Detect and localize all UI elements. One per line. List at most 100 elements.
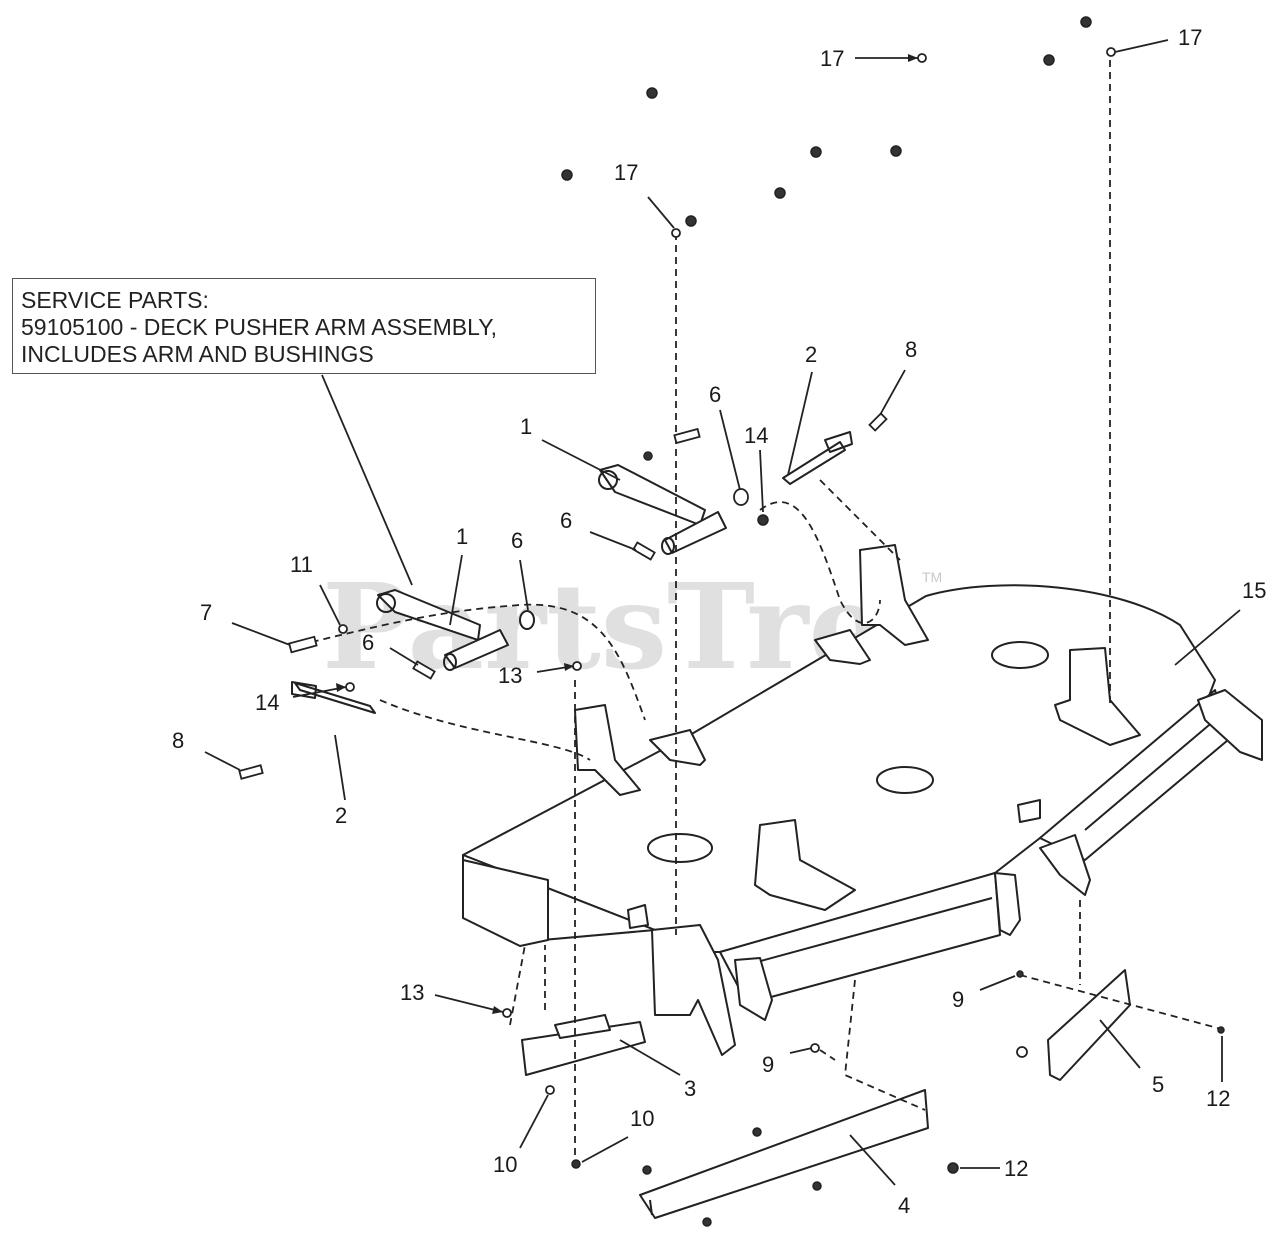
baffle-hanger-2: [994, 872, 1021, 936]
bolt: [1217, 1026, 1225, 1034]
leader-9a: [979, 975, 1016, 991]
callout-9: 9: [952, 987, 964, 1012]
callout-11: 11: [290, 552, 313, 577]
dash-arm-left: [299, 603, 646, 721]
baffle-edge: [734, 897, 993, 969]
clip-17b: [917, 53, 927, 63]
callout-15: 15: [1242, 578, 1266, 603]
nut: [642, 1165, 652, 1175]
callout-14: 14: [744, 423, 768, 448]
bolt-9: [810, 1043, 820, 1053]
nut: [561, 169, 573, 181]
arm-tube-right: [664, 511, 727, 554]
leader-15: [1174, 609, 1241, 666]
arrow-heads: [336, 54, 918, 1014]
arrowhead: [908, 54, 918, 62]
service-parts-note: INCLUDES ARM AND BUSHINGS: [21, 341, 374, 367]
link-rod-right: [782, 431, 853, 485]
leader-1a: [449, 554, 463, 626]
clip-13: [572, 661, 582, 671]
bracket-center: [754, 819, 856, 911]
callout-8: 8: [905, 337, 917, 362]
callout-2: 2: [335, 803, 347, 828]
callout-3: 3: [684, 1076, 696, 1101]
callout-6: 6: [362, 630, 374, 655]
leader-11: [319, 584, 341, 626]
bolts-hollow: [238, 47, 1116, 1095]
callout-12: 12: [1004, 1156, 1028, 1181]
bracket-rear-left: [574, 704, 641, 796]
clip-13b: [502, 1008, 512, 1018]
callout-5: 5: [1152, 1072, 1164, 1097]
bolt-10: [545, 1085, 555, 1095]
leader-6b: [389, 647, 419, 666]
leader-5: [1099, 1019, 1141, 1069]
leader-14b: [759, 449, 764, 513]
leader-7: [231, 622, 291, 646]
spindle-hole-center: [876, 766, 934, 794]
dash-right-1: [759, 501, 881, 624]
watermark-tm: TM: [922, 569, 942, 585]
bushing-6c: [519, 610, 535, 630]
leader-10b: [581, 1136, 629, 1163]
arm-eye-left: [376, 593, 396, 613]
part-5-plate: [1047, 969, 1131, 1081]
deck-left-panel: [462, 859, 549, 947]
bracket-rear-right: [1054, 647, 1141, 746]
small-tab-2: [627, 904, 649, 929]
clip-14: [345, 682, 355, 692]
bracket-front-left: [651, 924, 736, 1056]
leader-17c: [647, 196, 675, 229]
leader-2b: [787, 371, 813, 476]
leader-8b: [879, 369, 906, 416]
pin-6b: [412, 660, 436, 680]
dash-4: [844, 979, 926, 1111]
callout-8: 8: [172, 728, 184, 753]
arrowhead: [336, 683, 346, 692]
link-rod-left: [291, 681, 376, 714]
callout-6: 6: [511, 528, 523, 553]
nut: [774, 187, 786, 199]
nut: [1043, 54, 1055, 66]
baffle-edge-2: [1084, 719, 1216, 831]
leader-service: [321, 374, 413, 586]
bolt-8-left: [238, 764, 264, 780]
small-tab: [1017, 799, 1041, 823]
part-4-plate: [639, 1089, 929, 1219]
callout-4: 4: [898, 1193, 910, 1218]
pin-6a: [632, 541, 656, 561]
callout-14: 14: [255, 690, 279, 715]
bolt-7: [288, 635, 318, 654]
callout-10: 10: [493, 1152, 517, 1177]
callout-labels: 17 17 17 1 1 2 2 6 6 6 6 14 14 8 8 7 11 …: [172, 25, 1266, 1218]
bracket-front-right: [1039, 834, 1091, 896]
service-parts-number: 59105100 - DECK PUSHER ARM ASSEMBLY,: [21, 314, 497, 340]
baffle-hanger: [734, 957, 773, 1021]
arm-tube-end-left: [443, 653, 457, 671]
bolt-8-right: [868, 412, 888, 432]
nut: [702, 1217, 712, 1227]
nut: [685, 215, 697, 227]
deck-plate: [462, 584, 1216, 953]
bolt: [1016, 970, 1024, 978]
bracket-rear-mid: [859, 544, 929, 646]
leader-2a: [334, 734, 346, 801]
bushing-6d: [733, 488, 749, 506]
leader-1b: [541, 439, 621, 481]
leader-13b: [434, 994, 504, 1013]
dash-right-2: [819, 479, 901, 561]
hinge-mid: [814, 629, 871, 665]
hardware: [561, 16, 1225, 1227]
callout-12: 12: [1206, 1086, 1230, 1111]
arrowhead: [564, 663, 574, 671]
hinge-left: [649, 729, 706, 766]
callout-2: 2: [805, 342, 817, 367]
nut: [812, 1181, 822, 1191]
arrowhead: [492, 1006, 503, 1014]
leader-4: [849, 1134, 896, 1186]
leader-8a: [204, 751, 241, 771]
nut: [810, 146, 822, 158]
part-3-top: [554, 1014, 611, 1039]
clip-17c: [1106, 47, 1116, 57]
nut: [757, 514, 769, 526]
